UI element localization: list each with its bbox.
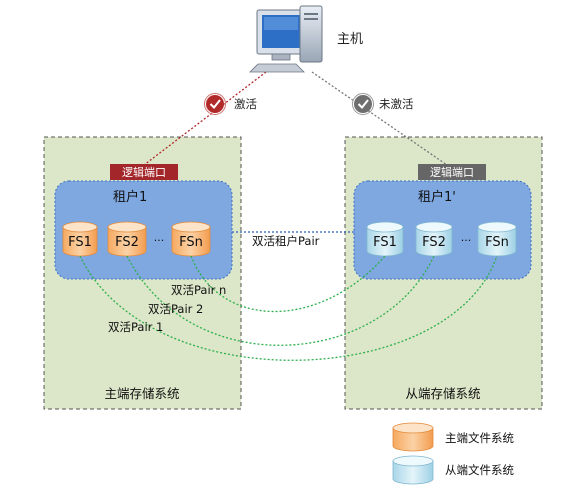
secondary-fs2-label: FS2 [422, 235, 446, 250]
pair-1-label: 双活Pair 1 [108, 320, 163, 334]
pair-2-label: 双活Pair 2 [148, 302, 203, 316]
primary-fs2-cylinder [107, 221, 147, 257]
inactive-link-line [311, 71, 448, 166]
active-label: 激活 [234, 97, 257, 111]
legend-primary-fs-label: 主端文件系统 [445, 431, 514, 445]
primary-port-label: 逻辑端口 [122, 165, 166, 179]
tenant-pair-label: 双活租户Pair [252, 234, 320, 248]
secondary-tenant-label: 租户1' [418, 189, 456, 205]
secondary-logical-port [418, 164, 486, 180]
computer-icon [249, 5, 323, 73]
inactive-check-icon [352, 93, 374, 115]
legend-secondary-fs-label: 从端文件系统 [445, 463, 514, 477]
secondary-fsn-label: FSn [485, 235, 509, 250]
secondary-fs2-cylinder [415, 221, 453, 257]
secondary-fs1-cylinder [366, 221, 404, 257]
primary-fsn-cylinder [171, 221, 211, 257]
legend-primary-fs-icon [392, 422, 434, 452]
primary-fsn-label: FSn [179, 235, 203, 250]
secondary-fsn-cylinder [477, 221, 517, 257]
pair-n-label: 双活Pair n [171, 283, 226, 297]
secondary-ellipsis: ··· [461, 234, 472, 247]
legend-secondary-fs-icon [392, 455, 434, 485]
primary-system-label: 主端存储系统 [104, 386, 179, 401]
active-link-line [143, 71, 267, 166]
host-label: 主机 [337, 32, 363, 47]
primary-fs2-label: FS2 [115, 235, 139, 250]
primary-fs1-label: FS1 [68, 235, 92, 250]
secondary-system-label: 从端存储系统 [405, 386, 480, 401]
primary-logical-port [110, 164, 178, 180]
pair-1-curve [79, 255, 498, 361]
primary-fs1-cylinder [62, 221, 98, 257]
secondary-port-label: 逻辑端口 [430, 165, 474, 179]
active-check-icon [204, 93, 226, 115]
secondary-fs1-label: FS1 [373, 235, 397, 250]
pair-n-curve [190, 255, 386, 312]
primary-tenant-label: 租户1 [113, 189, 147, 205]
primary-ellipsis: ··· [154, 234, 165, 247]
inactive-label: 未激活 [379, 97, 414, 111]
